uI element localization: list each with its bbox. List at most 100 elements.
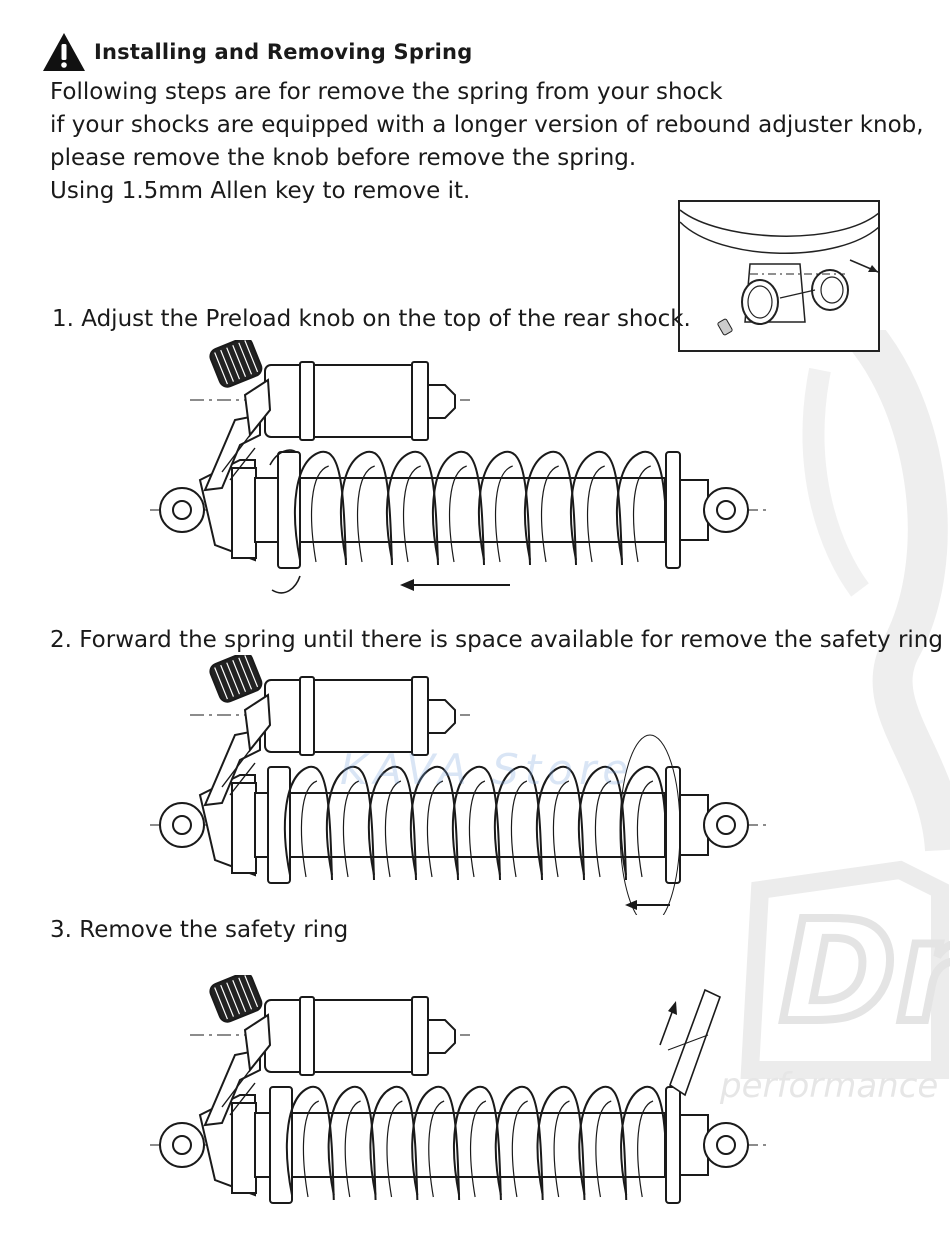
- rotate-arrow: [269, 449, 297, 466]
- store-watermark: KAVA Store: [340, 745, 635, 794]
- bridge-detail: [221, 1069, 256, 1116]
- ring-guide-line: [667, 1034, 709, 1051]
- right-eyelet-bore: [716, 815, 736, 835]
- spring-coil-inner: [494, 465, 513, 563]
- compression-knob: [209, 655, 263, 703]
- brand-tagline-watermark: performance: [720, 1066, 939, 1106]
- safety-ring-removed: [669, 988, 721, 1097]
- left-eyelet-bore: [172, 815, 192, 835]
- spring-coil-inner: [595, 1100, 612, 1198]
- reservoir-body: [264, 999, 426, 1073]
- section-title: Installing and Removing Spring: [94, 40, 473, 64]
- spring-coil: [535, 765, 585, 881]
- spring-coil-inner: [300, 780, 318, 878]
- spring-coil: [293, 450, 347, 566]
- reservoir-body: [264, 364, 426, 438]
- reservoir-valve: [427, 699, 456, 734]
- reservoir-cap: [411, 361, 429, 441]
- intro-line: if your shocks are equipped with a longe…: [50, 112, 924, 138]
- spring-coil-inner: [342, 780, 360, 878]
- spring-coil-inner: [511, 1100, 528, 1198]
- spring-coil: [385, 450, 439, 566]
- brand-watermark: Dr: [740, 330, 950, 1079]
- spring-coil: [523, 450, 577, 566]
- damper-body: [254, 792, 666, 858]
- step-3-label: 3. Remove the safety ring: [50, 917, 349, 943]
- reservoir-bridge: [203, 728, 261, 807]
- spring-coil-inner: [448, 465, 467, 563]
- compression-knob: [209, 975, 263, 1023]
- preload-collar: [267, 766, 291, 884]
- step-1-label: 1. Adjust the Preload knob on the top of…: [52, 306, 691, 332]
- right-eyelet-bore: [716, 500, 736, 520]
- spring-coil-inner: [552, 780, 570, 878]
- shock-figure-step-2: [150, 655, 770, 915]
- right-eyelet-bore: [716, 1135, 736, 1155]
- spring-coil: [283, 765, 333, 881]
- knob-housing: [243, 1013, 272, 1073]
- spring-seat: [665, 451, 681, 569]
- warning-icon: [43, 33, 85, 71]
- spring-coil: [493, 765, 543, 881]
- rotate-arrow: [271, 575, 301, 594]
- damper-body: [254, 477, 666, 543]
- reservoir-bridge: [203, 1048, 261, 1127]
- reservoir-valve: [427, 1019, 456, 1054]
- reservoir-cap: [411, 676, 429, 756]
- spring-coil: [569, 450, 623, 566]
- spring-coil-inner: [310, 465, 329, 563]
- spring-coil-inner: [468, 780, 486, 878]
- spring-coil-inner: [384, 780, 402, 878]
- spring-coil-inner: [356, 465, 375, 563]
- spring-coil: [369, 1085, 419, 1201]
- spring-coil: [327, 1085, 377, 1201]
- spring-coil: [409, 765, 459, 881]
- spring-coil-inner: [402, 465, 421, 563]
- safety-ring-highlight: [619, 734, 681, 915]
- direction-arrowhead: [400, 579, 414, 591]
- spring-coil-inner: [344, 1100, 361, 1198]
- lift-arrowhead: [668, 1001, 677, 1015]
- left-eyelet-bore: [172, 1135, 192, 1155]
- spring-coil-inner: [553, 1100, 570, 1198]
- bridge-detail: [221, 749, 256, 796]
- spring-coil: [325, 765, 375, 881]
- intro-text: Following steps are for remove the sprin…: [50, 76, 924, 208]
- intro-line: Following steps are for remove the sprin…: [50, 79, 723, 105]
- svg-text:Dr: Dr: [780, 891, 950, 1054]
- spring-coil: [431, 450, 485, 566]
- spring-coil: [578, 1085, 628, 1201]
- spring-coil-inner: [540, 465, 559, 563]
- spring-coil: [477, 450, 531, 566]
- spring-coil: [494, 1085, 544, 1201]
- spring-coil-inner: [632, 465, 651, 563]
- spring-coil: [451, 765, 501, 881]
- intro-line: please remove the knob before remove the…: [50, 145, 637, 171]
- spring-coil-inner: [386, 1100, 403, 1198]
- spring-coil-inner: [426, 780, 444, 878]
- spring-coil-inner: [510, 780, 528, 878]
- spring-coil: [536, 1085, 586, 1201]
- reservoir-valve: [427, 384, 456, 419]
- preload-collar: [277, 451, 301, 569]
- left-eyelet-bore: [172, 500, 192, 520]
- shock-figure-step-3: [150, 975, 770, 1204]
- reservoir-cap: [411, 996, 429, 1076]
- reservoir-band: [299, 361, 315, 441]
- spring-coil: [285, 1085, 335, 1201]
- knob-removal-inset: [678, 200, 880, 352]
- spring-coil: [339, 450, 393, 566]
- spring-coil-inner: [586, 465, 605, 563]
- spring-coil-inner: [636, 780, 654, 878]
- spring-coil: [577, 765, 627, 881]
- shock-figure-step-1: [150, 340, 770, 594]
- bridge-detail: [221, 434, 256, 481]
- damper-body: [254, 1112, 666, 1178]
- spring-coil-inner: [637, 1100, 654, 1198]
- head-collar: [231, 467, 257, 559]
- section-heading: Installing and Removing Spring: [42, 32, 472, 72]
- lift-arrow: [659, 1006, 675, 1046]
- step-2-label: 2. Forward the spring until there is spa…: [50, 627, 943, 653]
- spring-coil: [453, 1085, 502, 1201]
- spring-coil: [367, 765, 417, 881]
